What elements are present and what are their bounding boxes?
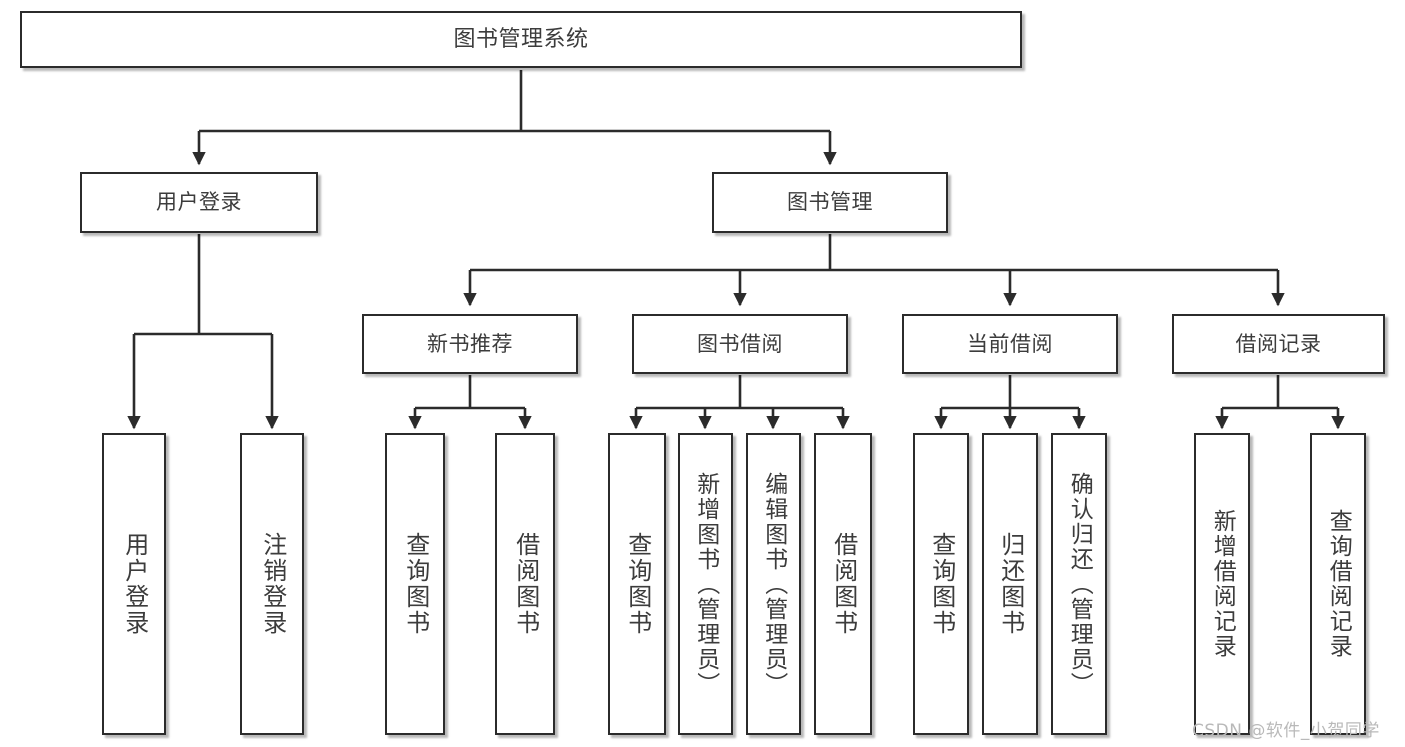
node-label: 用户登录 (120, 532, 149, 636)
node-current-borrowing[interactable]: 当前借阅 (902, 314, 1118, 374)
node-label: 图书借阅 (697, 331, 783, 356)
node-label: 编辑图书（管理员） (760, 471, 787, 697)
node-leaf-borrow-book-new[interactable]: 借阅图书 (495, 433, 555, 735)
node-user-login[interactable]: 用户登录 (80, 172, 318, 233)
node-label: 借阅图书 (511, 532, 540, 636)
node-label: 当前借阅 (967, 331, 1053, 356)
node-label: 新书推荐 (427, 331, 513, 356)
node-label: 归还图书 (996, 532, 1025, 636)
node-label: 借阅记录 (1235, 331, 1322, 356)
node-label: 查询借阅记录 (1325, 509, 1352, 659)
node-label: 查询图书 (623, 532, 652, 636)
node-leaf-query-borrow-record[interactable]: 查询借阅记录 (1310, 433, 1366, 735)
node-leaf-edit-book-admin[interactable]: 编辑图书（管理员） (746, 433, 801, 735)
node-label: 新增图书（管理员） (692, 471, 719, 697)
node-label: 图书管理 (787, 190, 873, 215)
node-book-borrowing[interactable]: 图书借阅 (632, 314, 848, 374)
node-label: 新增借阅记录 (1209, 509, 1236, 659)
node-leaf-query-book-new[interactable]: 查询图书 (385, 433, 445, 735)
node-borrowing-records[interactable]: 借阅记录 (1172, 314, 1385, 374)
node-leaf-borrow-book[interactable]: 借阅图书 (814, 433, 872, 735)
node-book-management[interactable]: 图书管理 (712, 172, 948, 233)
node-label: 借阅图书 (829, 532, 858, 636)
node-label: 用户登录 (156, 190, 242, 215)
node-leaf-user-login[interactable]: 用户登录 (102, 433, 166, 735)
node-label: 图书管理系统 (453, 26, 589, 52)
node-new-book-recommendation[interactable]: 新书推荐 (362, 314, 578, 374)
node-label: 注销登录 (258, 532, 287, 636)
node-leaf-add-borrow-record[interactable]: 新增借阅记录 (1194, 433, 1250, 735)
csdn-watermark: CSDN @软件_小贺同学 (1192, 721, 1380, 741)
node-root-book-management-system[interactable]: 图书管理系统 (20, 11, 1022, 68)
node-label: 查询图书 (927, 532, 956, 636)
node-leaf-logout[interactable]: 注销登录 (240, 433, 304, 735)
node-leaf-confirm-return-admin[interactable]: 确认归还（管理员） (1051, 433, 1107, 735)
node-leaf-query-book-current[interactable]: 查询图书 (913, 433, 969, 735)
node-label: 查询图书 (401, 532, 430, 636)
node-leaf-add-book-admin[interactable]: 新增图书（管理员） (678, 433, 733, 735)
node-leaf-query-book-borrow[interactable]: 查询图书 (608, 433, 666, 735)
node-leaf-return-book[interactable]: 归还图书 (982, 433, 1038, 735)
node-label: 确认归还（管理员） (1066, 471, 1093, 697)
